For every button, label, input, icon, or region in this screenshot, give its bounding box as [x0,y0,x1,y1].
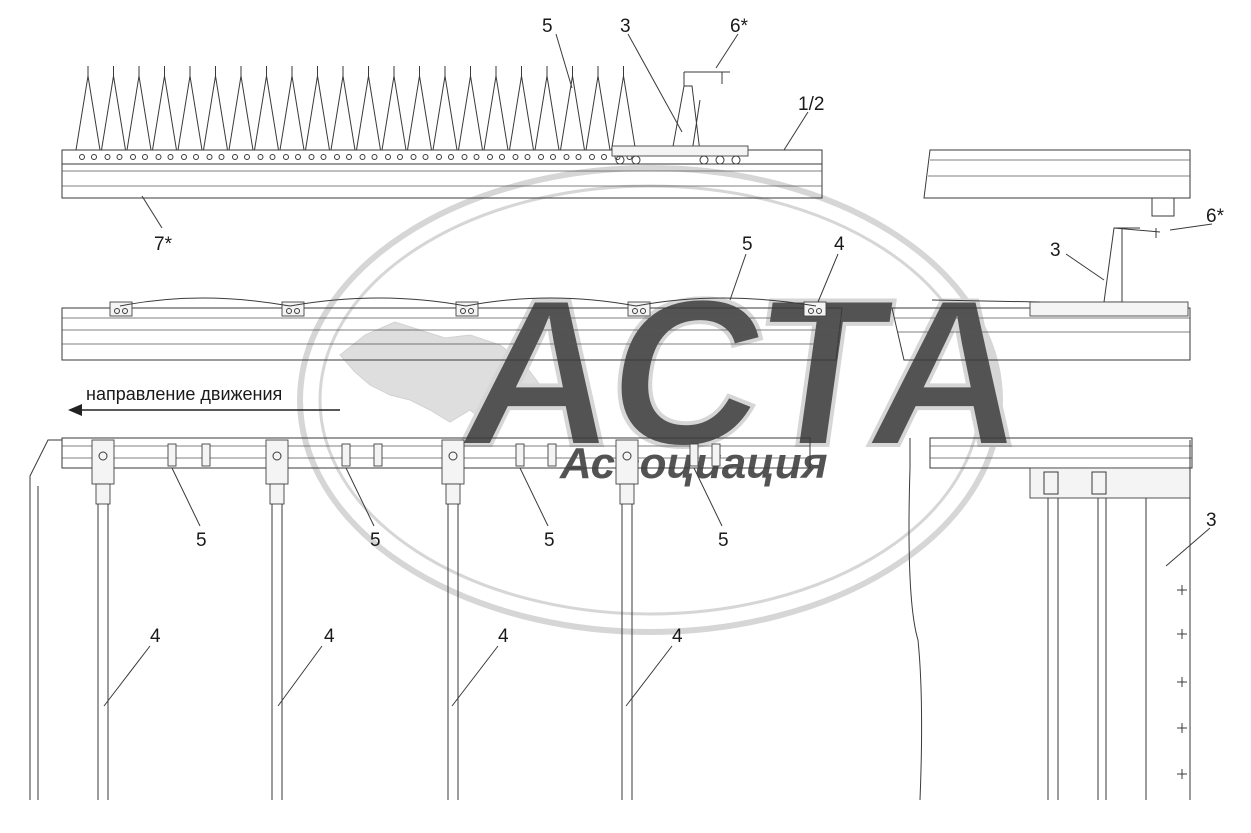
bottom-clips [167,443,721,467]
callout-top-7: 7* [154,234,173,255]
watermark: АСТА Ассоциация [297,165,1044,635]
clip [689,443,699,467]
clip [547,443,557,467]
clip [341,443,351,467]
arm [253,75,280,151]
direction-arrowhead-icon [68,404,82,416]
arm [483,75,509,151]
callout-top-6: 6* [730,16,749,37]
clip [373,443,383,467]
watermark-outer-ring [297,165,1003,635]
post-head [265,439,289,485]
direction-label: направление движения [86,384,282,404]
callout-top-3: 3 [620,16,631,37]
callout-bottom-arm-1: 5 [196,530,207,551]
clip [711,443,721,467]
post-head [441,439,465,485]
arm [304,75,331,151]
callout-bottom-post-3: 4 [498,626,509,647]
top-arms [75,66,637,160]
callout-topright-6: 6* [1206,206,1225,227]
mechanism-top-right [1103,227,1161,303]
arm [202,75,229,151]
arm [559,75,586,151]
bracket [803,301,827,317]
arm [151,75,178,151]
callout-bottom-post-1: 4 [150,626,161,647]
callout-topright-3: 3 [1050,240,1061,261]
callout-top-5: 5 [542,16,553,37]
post-head [615,439,639,485]
watermark-animal-icon [339,321,541,423]
direction-indicator: направление движения [68,384,340,416]
middle-view: 5 4 [61,234,1191,361]
bottom-posts [91,439,639,800]
clip [167,443,177,467]
arm [330,75,356,151]
arm [177,75,203,151]
arm [457,75,484,151]
arm [75,75,101,151]
arm [228,75,254,151]
arm [381,75,407,151]
watermark-logo-text: АСТА [449,255,1042,490]
callout-bottom-right-3: 3 [1206,510,1217,531]
callout-top-1-2: 1/2 [798,94,824,115]
callout-bottom-arm-2: 5 [370,530,381,551]
callout-bottom-post-2: 4 [324,626,335,647]
bottom-right-fragment: 3 [908,437,1217,801]
callout-middle-5: 5 [742,234,753,255]
arm [100,75,127,151]
clip [515,443,525,467]
callout-middle-4: 4 [834,234,845,255]
middle-brackets [109,301,827,317]
arm [534,75,560,151]
callout-bottom-arm-4: 5 [718,530,729,551]
arm [432,75,458,151]
arm [279,75,305,151]
post-head [91,439,115,485]
arm [508,75,535,151]
bottom-rail [61,437,811,469]
callout-bottom-arm-3: 5 [544,530,555,551]
bottom-view: 5 5 5 5 4 4 4 4 3 [29,437,1217,801]
arm [610,75,637,151]
arm [406,75,433,151]
top-view: 5 3 6* 1/2 7* 6* 3 [61,16,1225,303]
clip [201,443,211,467]
arm [126,75,152,151]
plus-marks [1177,585,1187,779]
callout-bottom-post-4: 4 [672,626,683,647]
arm [585,75,611,151]
mechanism-3 [611,71,749,165]
arm [355,75,382,151]
